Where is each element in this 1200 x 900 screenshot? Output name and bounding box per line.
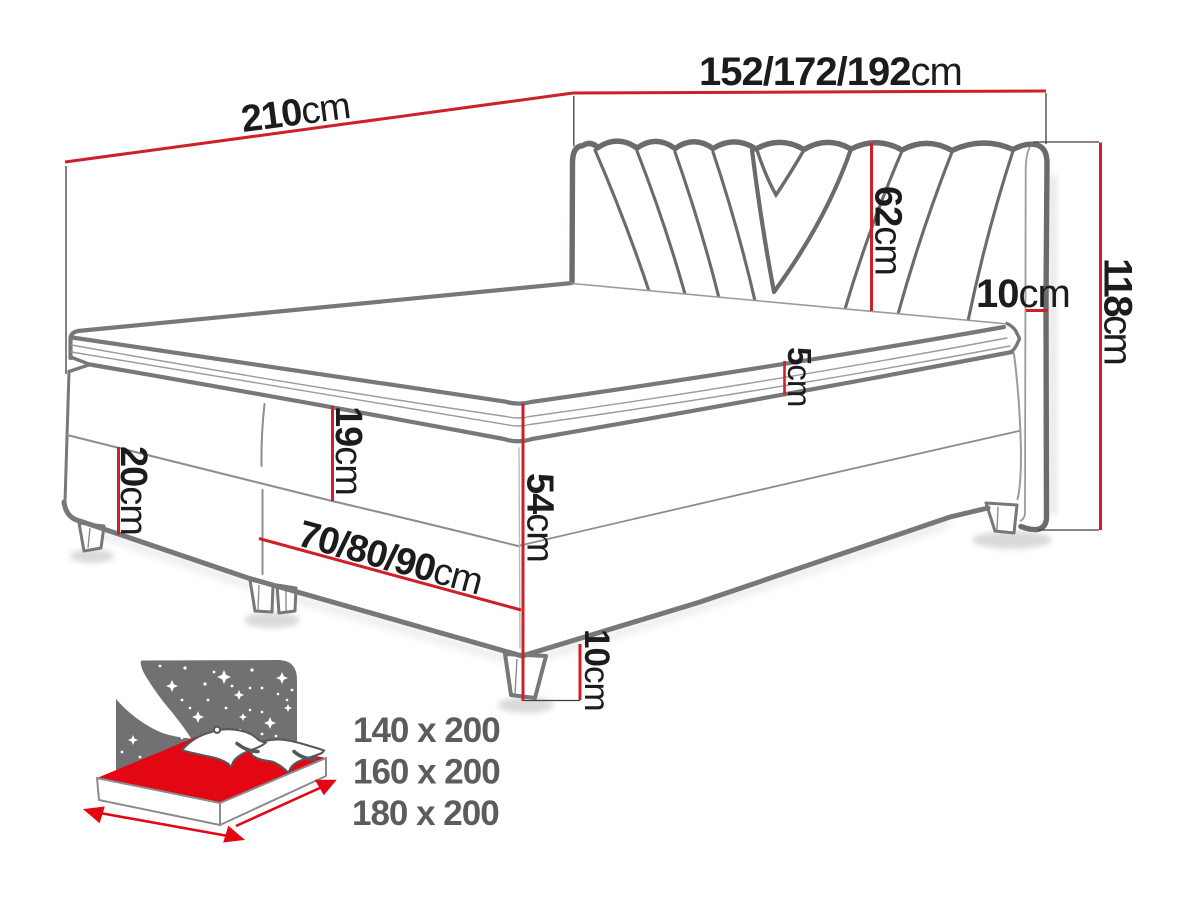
svg-text:152/172/192cm: 152/172/192cm [699, 50, 962, 94]
svg-text:10cm: 10cm [976, 272, 1070, 316]
svg-text:20cm: 20cm [112, 446, 154, 535]
svg-text:160 x 200: 160 x 200 [353, 753, 500, 792]
svg-text:180 x 200: 180 x 200 [352, 794, 499, 833]
svg-text:19cm: 19cm [327, 406, 369, 495]
svg-text:5cm: 5cm [781, 347, 818, 406]
svg-text:210cm: 210cm [239, 85, 353, 141]
svg-text:62cm: 62cm [867, 186, 909, 275]
svg-text:10cm: 10cm [577, 629, 616, 711]
svg-text:54cm: 54cm [519, 473, 561, 562]
svg-text:140 x 200: 140 x 200 [353, 711, 500, 750]
svg-text:118cm: 118cm [1096, 258, 1140, 364]
